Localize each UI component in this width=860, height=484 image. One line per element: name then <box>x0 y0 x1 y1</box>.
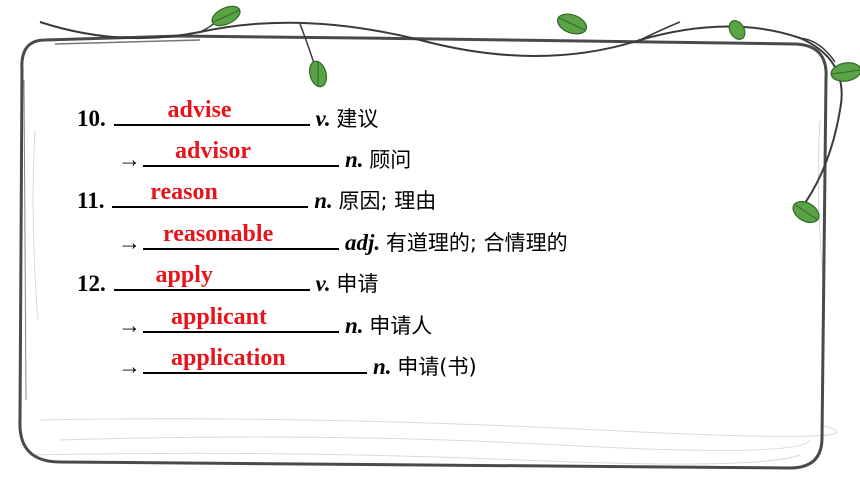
entry-11: 11. reason n. 原因; 理由 <box>77 180 437 216</box>
answer-text: advisor <box>175 138 252 164</box>
entry-number: 10. <box>77 106 106 131</box>
part-of-speech: n. <box>345 313 364 338</box>
entry-number: 11. <box>77 188 105 213</box>
answer-text: application <box>171 345 286 371</box>
meaning: 顾问 <box>369 148 412 172</box>
board-outline <box>18 34 828 470</box>
answer-blank[interactable]: advisor <box>143 139 339 167</box>
answer-blank[interactable]: advise <box>113 98 310 126</box>
answer-blank[interactable]: apply <box>113 263 310 291</box>
answer-blank[interactable]: application <box>143 346 367 374</box>
part-of-speech: v. <box>315 271 331 296</box>
answer-text: reason <box>150 179 218 205</box>
arrow-icon: → <box>118 354 141 379</box>
answer-text: apply <box>155 262 213 288</box>
entry-12-derivative-2: → application n. 申请(书) <box>118 346 477 382</box>
entry-12-derivative-1: → applicant n. 申请人 <box>118 305 433 341</box>
entry-10: 10. advise v. 建议 <box>77 98 379 134</box>
answer-text: advise <box>167 97 232 123</box>
arrow-icon: → <box>118 230 141 255</box>
entry-number: 12. <box>77 271 106 296</box>
part-of-speech: adj. <box>345 230 381 255</box>
arrow-icon: → <box>118 147 141 172</box>
part-of-speech: n. <box>314 188 333 213</box>
answer-text: reasonable <box>163 221 274 247</box>
answer-blank[interactable]: reasonable <box>143 222 339 250</box>
meaning: 建议 <box>336 107 379 131</box>
answer-text: applicant <box>171 304 268 330</box>
entry-11-derivative: → reasonable adj. 有道理的; 合情理的 <box>118 222 568 258</box>
part-of-speech: v. <box>315 106 331 131</box>
answer-blank[interactable]: applicant <box>143 305 339 333</box>
meaning: 申请(书) <box>397 355 477 379</box>
arrow-icon: → <box>118 313 141 338</box>
part-of-speech: n. <box>373 354 392 379</box>
meaning: 申请人 <box>369 314 433 338</box>
part-of-speech: n. <box>345 147 364 172</box>
meaning: 原因; 理由 <box>338 189 437 213</box>
answer-blank[interactable]: reason <box>112 180 309 208</box>
entry-10-derivative: → advisor n. 顾问 <box>118 139 412 175</box>
entry-12: 12. apply v. 申请 <box>77 263 379 299</box>
meaning: 有道理的; 合情理的 <box>385 231 568 255</box>
meaning: 申请 <box>336 272 379 296</box>
leaf <box>728 20 746 40</box>
